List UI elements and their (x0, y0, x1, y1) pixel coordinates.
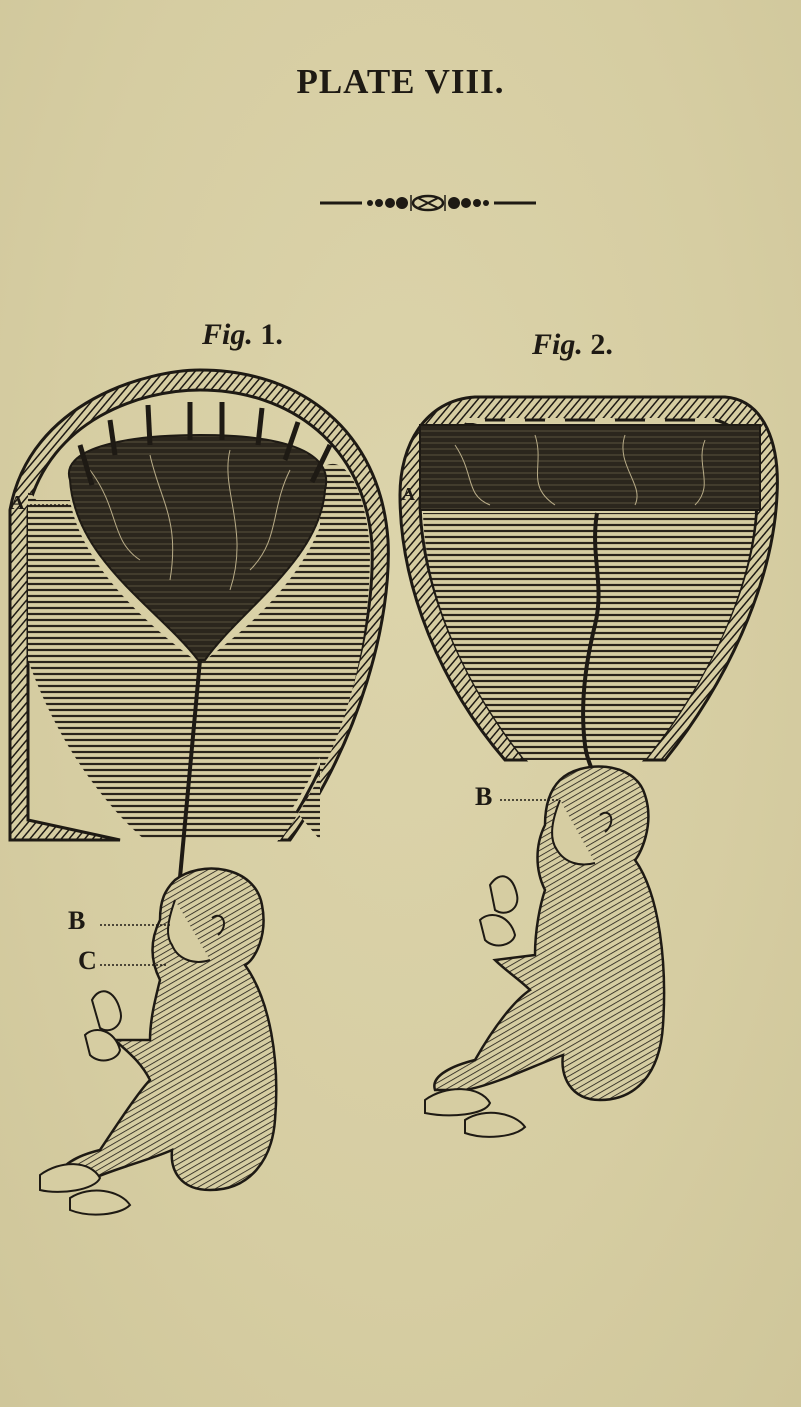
figure-2-illustration (398, 395, 779, 1138)
figure-1-prefix: Fig. (202, 318, 253, 351)
figure-2-label-b: B (475, 782, 493, 811)
ornament-divider-icon (320, 194, 536, 212)
figure-1-number: 1. (260, 318, 283, 351)
plate-title: PLATE VIII. (296, 62, 505, 101)
figure-2-label-a: A (402, 484, 415, 504)
fetus-1 (39, 867, 278, 1216)
figure-2-prefix: Fig. (532, 328, 583, 361)
placenta (67, 433, 328, 661)
figure-1-label: Fig. 1. (202, 318, 283, 352)
figure-1-label-b: B (68, 906, 86, 935)
figure-2-number: 2. (590, 328, 613, 361)
figure-1-label-a: A (10, 492, 25, 514)
figure-1-label-c: C (78, 946, 97, 975)
figure-1-illustration (8, 368, 390, 1216)
figure-2-label: Fig. 2. (532, 328, 613, 362)
fetus-2 (424, 765, 666, 1138)
placenta (419, 424, 761, 511)
